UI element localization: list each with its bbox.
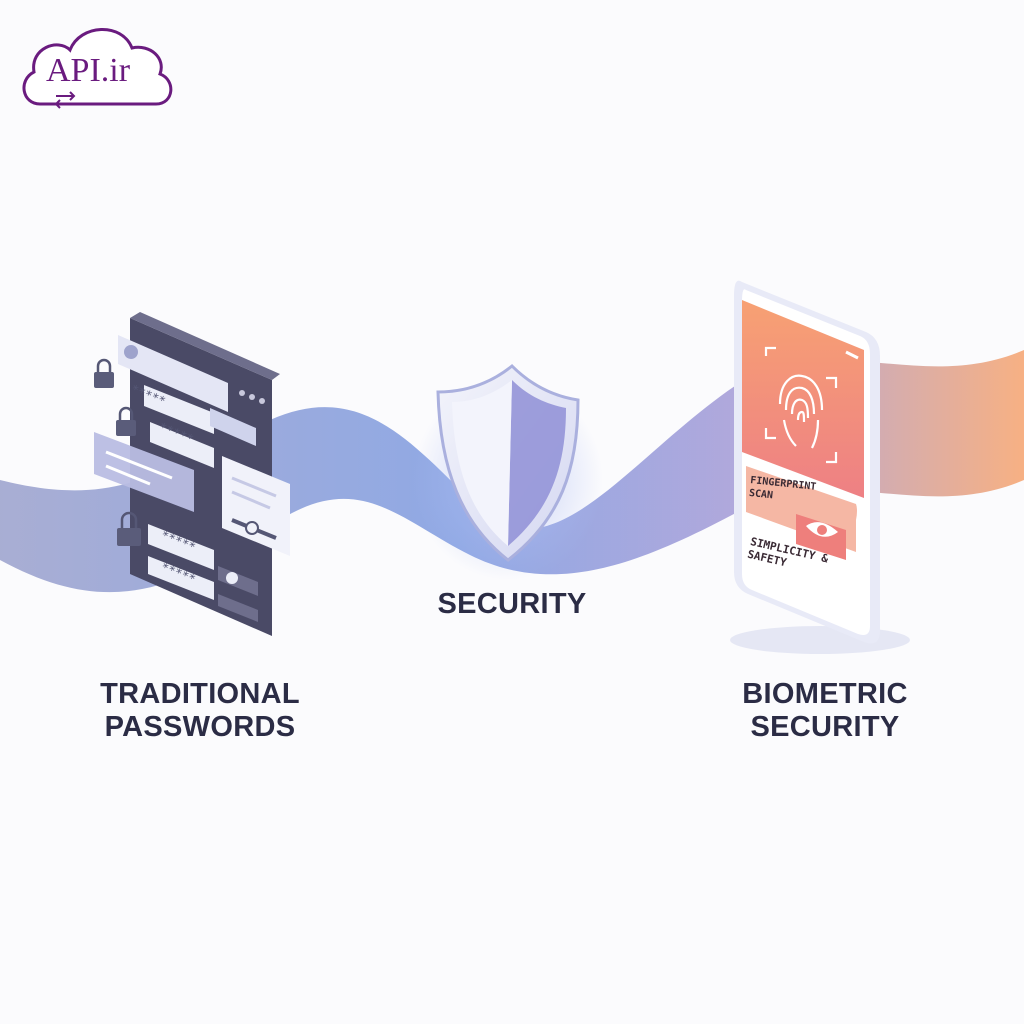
- biometric-security-label: BIOMETRIC SECURITY: [742, 678, 908, 743]
- fingerprint-icon: [764, 346, 838, 464]
- logo-text: API.ir: [46, 52, 131, 89]
- biometric-phone: [730, 280, 910, 654]
- eye-icon: [796, 514, 846, 560]
- traditional-passwords-label: TRADITIONAL PASSWORDS: [100, 678, 300, 743]
- swap-arrows-icon: [54, 91, 76, 109]
- password-field: [118, 335, 228, 412]
- padlock-icon: [94, 358, 114, 388]
- padlock-icon: [116, 406, 136, 436]
- password-panel: ***** ***** ***** *****: [94, 312, 290, 636]
- security-label: SECURITY: [437, 588, 587, 620]
- shield-icon: [413, 363, 603, 580]
- logo: [22, 28, 173, 109]
- cloud-icon: [22, 28, 173, 106]
- padlock-icon: [117, 511, 141, 546]
